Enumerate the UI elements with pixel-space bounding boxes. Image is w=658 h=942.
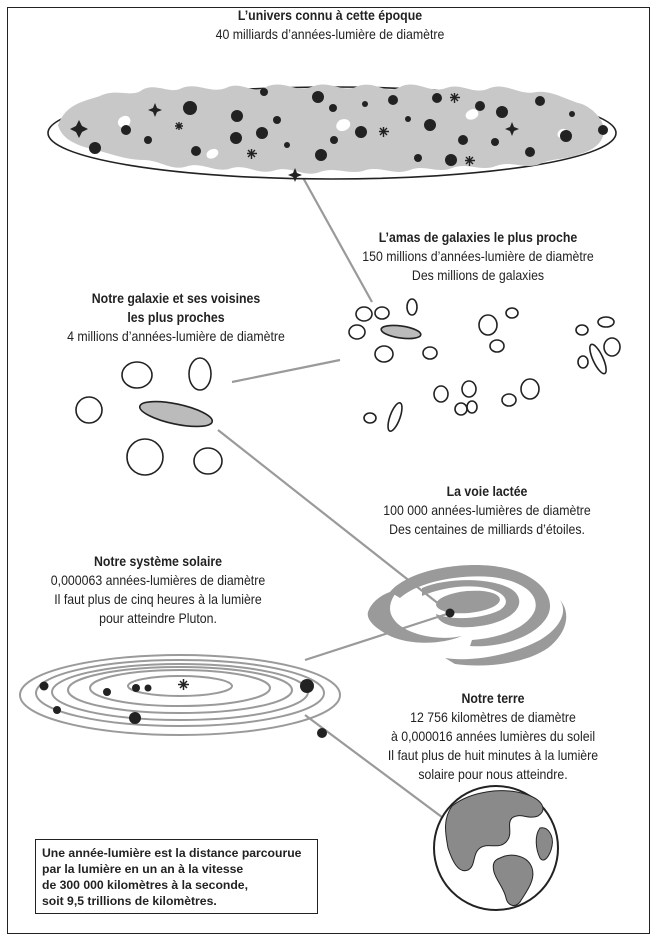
solar-system-title: Notre système solaire bbox=[93, 553, 223, 569]
earth-light-time: Il faut plus de huit minutes à la lumièr… bbox=[387, 747, 599, 763]
earth-caption: Notre terre 12 756 kilomètres de diamètr… bbox=[350, 689, 637, 784]
note-line-1: Une année-lumière est la distance parcou… bbox=[42, 846, 302, 860]
asterisk-stars bbox=[175, 93, 475, 166]
light-year-note-box: Une année-lumière est la distance parcou… bbox=[35, 839, 318, 914]
milky-way-stars: Des centaines de milliards d’étoiles. bbox=[389, 521, 585, 537]
local-group-diameter: 4 millions d’années-lumière de diamètre bbox=[67, 328, 285, 344]
solar-system-caption: Notre système solaire 0,000063 années-lu… bbox=[21, 552, 296, 628]
earth-title: Notre terre bbox=[461, 690, 525, 706]
cluster-caption: L’amas de galaxies le plus proche 150 mi… bbox=[321, 228, 634, 285]
earth-distance: à 0,000016 années lumières du soleil bbox=[390, 728, 596, 744]
local-group-title-line1: Notre galaxie et ses voisines bbox=[91, 290, 261, 306]
note-line-4: soit 9,5 trillions de kilomètres. bbox=[42, 894, 217, 908]
milky-way-caption: La voie lactée 100 000 années-lumières d… bbox=[338, 482, 635, 539]
connector-milkyway-solarsystem bbox=[304, 611, 451, 662]
earth-light-time-end: solaire pour nous atteindre. bbox=[418, 766, 568, 782]
earth-globe bbox=[433, 785, 559, 911]
milky-way-core bbox=[436, 590, 500, 614]
note-line-2: par la lumière en un an à la vitesse bbox=[42, 862, 244, 876]
connector-cluster-localgroup bbox=[231, 358, 341, 384]
note-line-3: de 300 000 kilomètres à la seconde, bbox=[42, 878, 248, 892]
local-group-title-line2: les plus proches bbox=[127, 309, 225, 325]
universe-title: L’univers connu à cette époque bbox=[237, 7, 423, 23]
page-frame bbox=[7, 7, 650, 934]
milky-way-diameter: 100 000 années-lumières de diamètre bbox=[383, 502, 591, 518]
milky-way-illustration bbox=[367, 565, 567, 666]
universe-diameter: 40 milliards d’années-lumière de diamètr… bbox=[215, 26, 445, 42]
our-galaxy-disk bbox=[138, 400, 214, 428]
milky-way-title: La voie lactée bbox=[446, 483, 528, 499]
earth-continent-east bbox=[535, 827, 553, 861]
solar-system-light-time: Il faut plus de cinq heures à la lumière bbox=[54, 591, 262, 607]
sun-star bbox=[178, 679, 189, 690]
earth-continent-south bbox=[492, 854, 534, 906]
cluster-highlight-galaxy bbox=[380, 324, 422, 340]
universe-stars bbox=[70, 93, 519, 182]
sun-position-marker bbox=[445, 608, 455, 618]
earth-continent-north bbox=[445, 790, 544, 872]
solar-system-bodies bbox=[39, 679, 327, 738]
cluster-title: L’amas de galaxies le plus proche bbox=[378, 229, 578, 245]
galaxy-cluster-illustration bbox=[348, 298, 621, 432]
local-group-illustration bbox=[75, 357, 223, 476]
universe-illustration bbox=[47, 84, 617, 182]
cluster-diameter: 150 millions d’années-lumière de diamètr… bbox=[362, 248, 594, 264]
solar-system-diameter: 0,000063 années-lumières de diamètre bbox=[50, 572, 266, 588]
local-group-caption: Notre galaxie et ses voisines les plus p… bbox=[21, 289, 331, 346]
cluster-count: Des millions de galaxies bbox=[411, 267, 545, 283]
universe-galaxies bbox=[89, 88, 608, 166]
universe-caption: L’univers connu à cette époque 40 millia… bbox=[145, 6, 515, 44]
solar-system-pluto: pour atteindre Pluton. bbox=[99, 610, 217, 626]
earth-diameter: 12 756 kilomètres de diamètre bbox=[410, 709, 576, 725]
solar-system-illustration bbox=[19, 654, 341, 736]
